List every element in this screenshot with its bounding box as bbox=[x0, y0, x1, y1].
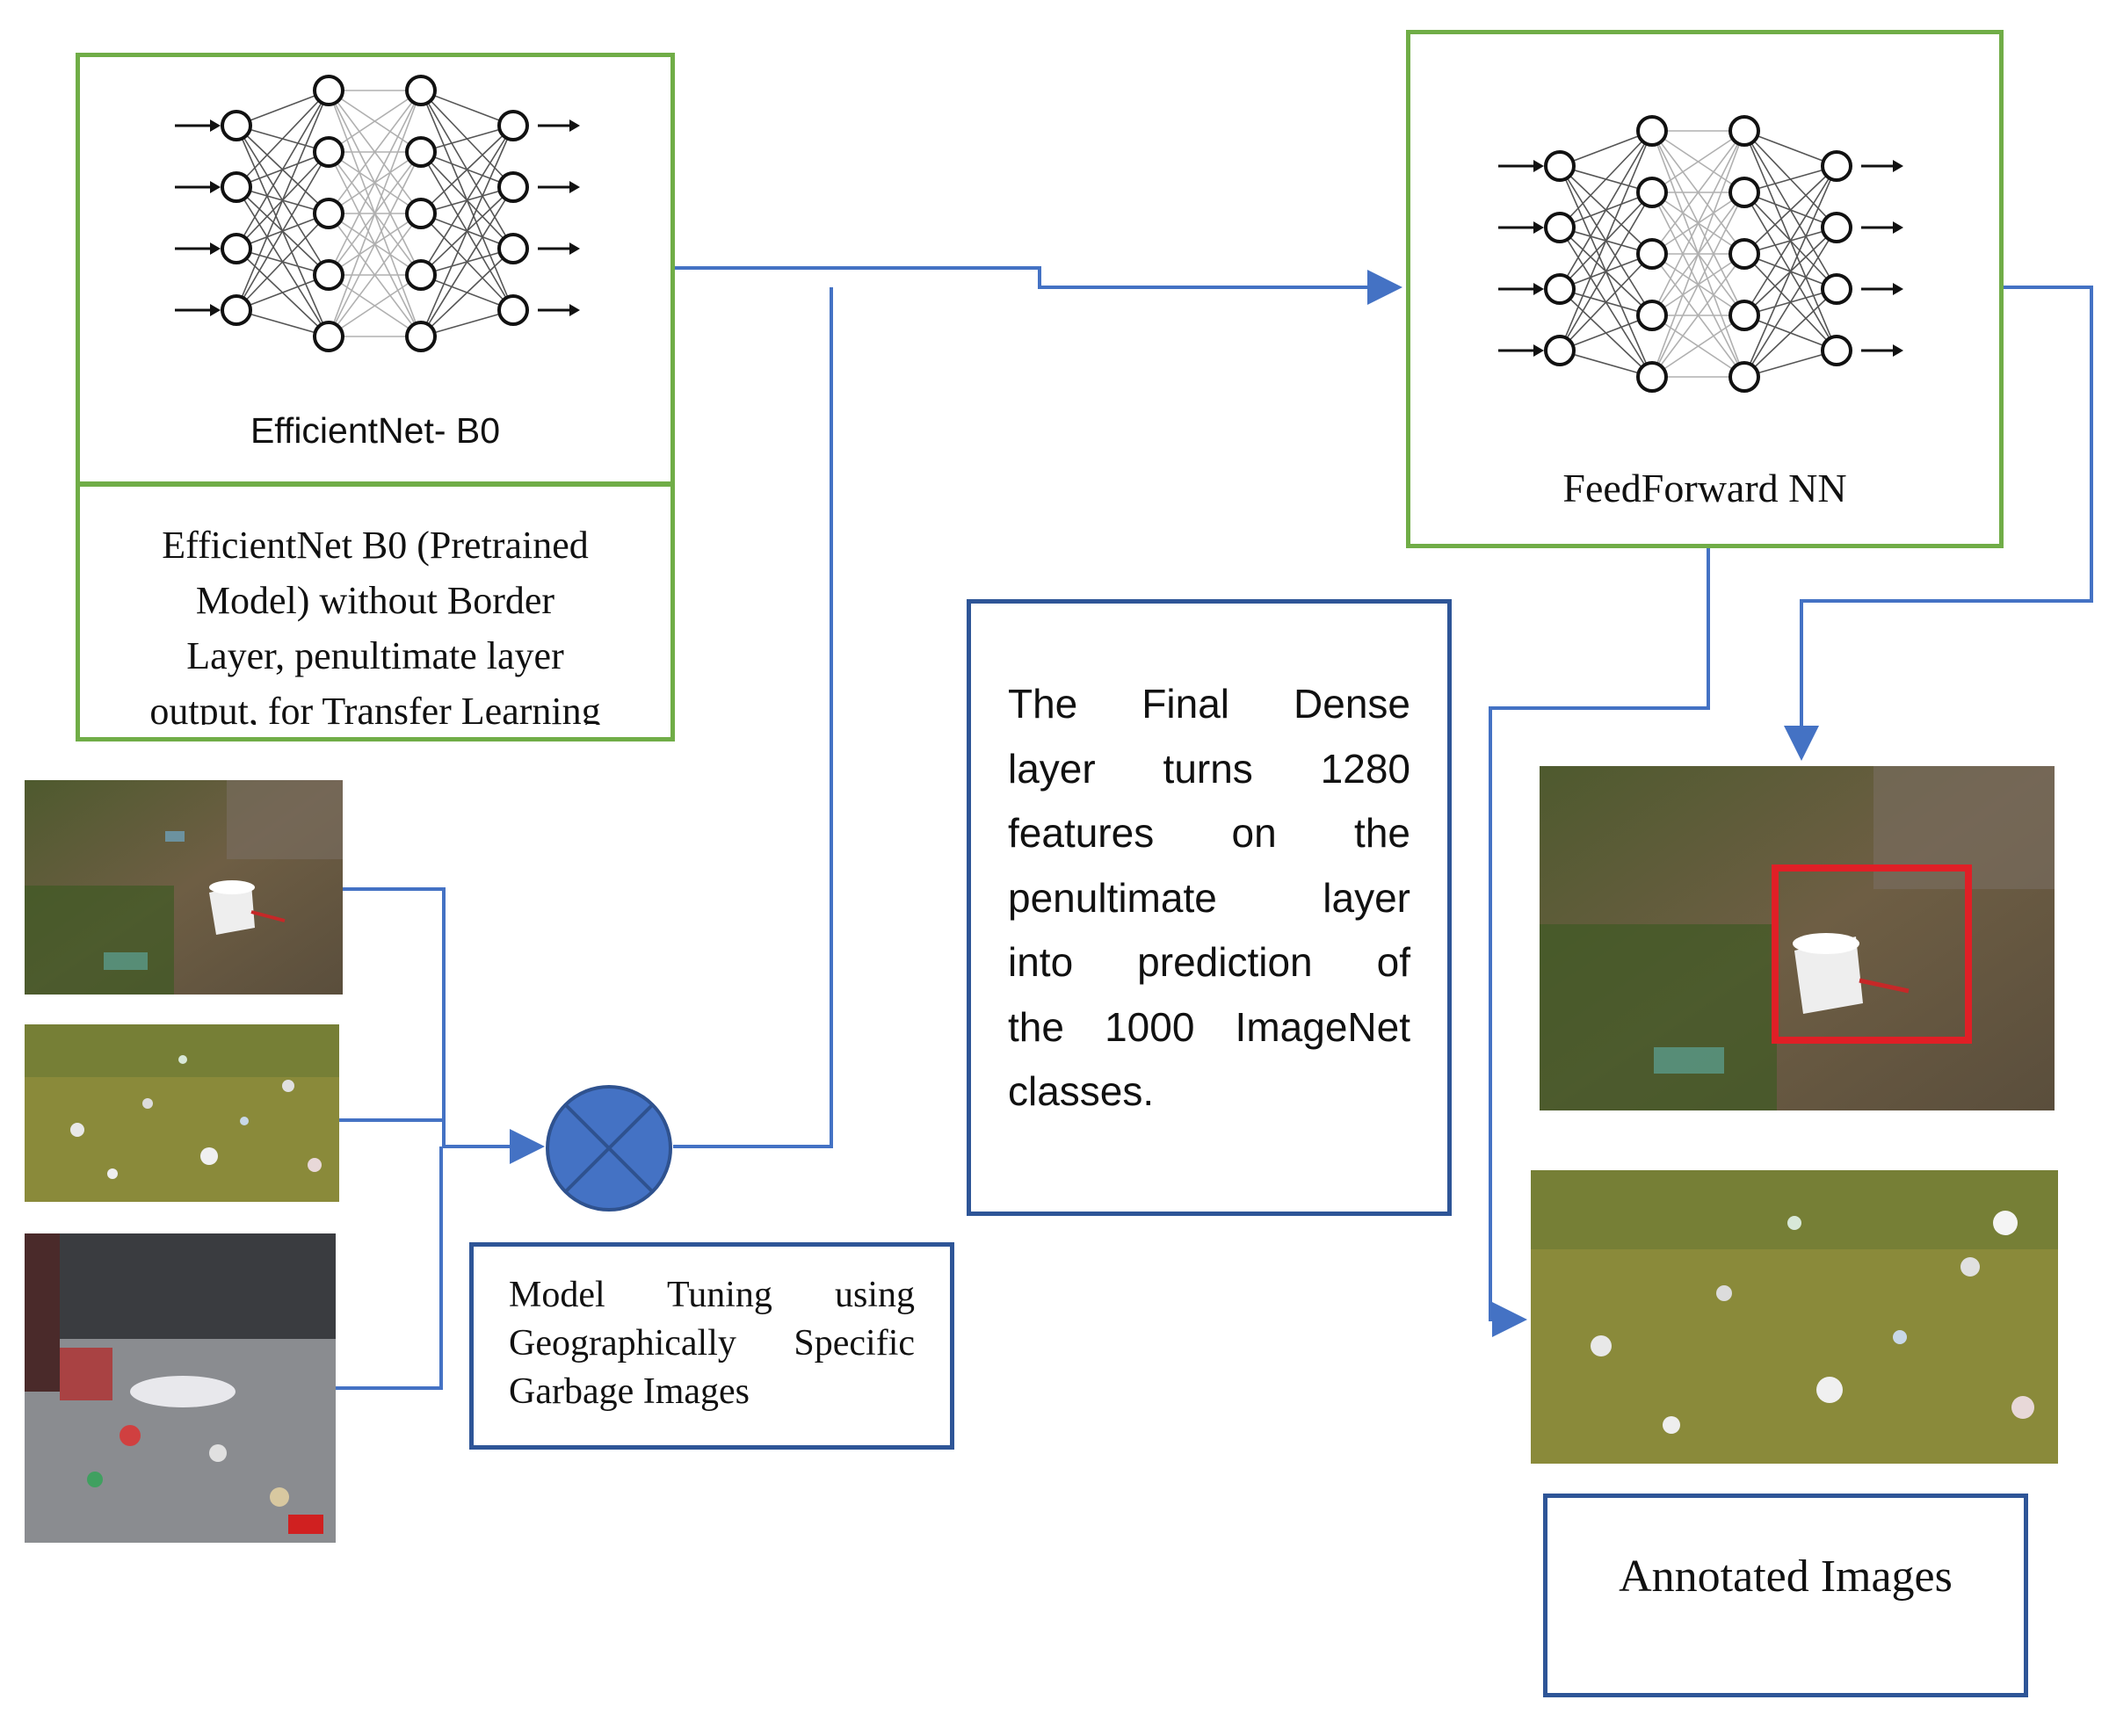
efficientnet-description: EfficientNet B0 (Pretrained Model) witho… bbox=[89, 517, 662, 725]
network-node bbox=[405, 75, 437, 106]
network-node bbox=[405, 259, 437, 291]
network-node bbox=[1544, 335, 1576, 366]
model-tuning-box: Model Tuning using Geographically Specif… bbox=[469, 1242, 954, 1450]
tuning-line: Garbage Images bbox=[509, 1371, 750, 1412]
network-node bbox=[221, 233, 252, 264]
network-node bbox=[1821, 273, 1852, 305]
network-node bbox=[1636, 300, 1668, 331]
network-node bbox=[313, 75, 344, 106]
network-node bbox=[1636, 177, 1668, 208]
garbage-photo-street-litter bbox=[25, 1233, 336, 1543]
network-node bbox=[313, 198, 344, 229]
description-line: EfficientNet B0 (Pretrained bbox=[162, 524, 589, 567]
network-node bbox=[221, 171, 252, 203]
efficientnet-label: EfficientNet- B0 bbox=[250, 410, 501, 451]
note-line: penultimate layer bbox=[1008, 874, 1410, 921]
connector-operator-to-ffnn bbox=[673, 287, 833, 1148]
neural-network-icon bbox=[175, 75, 580, 352]
network-node bbox=[497, 110, 529, 141]
network-node bbox=[1544, 150, 1576, 182]
network-node bbox=[1821, 335, 1852, 366]
network-node bbox=[1544, 273, 1576, 305]
detection-bounding-box bbox=[1772, 864, 1972, 1044]
note-line: the 1000 ImageNet bbox=[1008, 1003, 1410, 1050]
connector-photo1 bbox=[343, 887, 545, 1164]
network-node bbox=[405, 198, 437, 229]
annotated-photo-cup bbox=[1540, 766, 2055, 1110]
efficientnet-box: EfficientNet- B0 bbox=[76, 53, 675, 487]
network-node bbox=[1821, 150, 1852, 182]
neural-network-icon bbox=[1498, 115, 1903, 393]
network-node bbox=[313, 259, 344, 291]
network-node bbox=[313, 136, 344, 168]
connector-efficientnet-to-ffnn bbox=[675, 266, 1402, 305]
network-node bbox=[405, 321, 437, 352]
model-tuning-text: Model Tuning using Geographically Specif… bbox=[509, 1271, 915, 1416]
network-node bbox=[1636, 361, 1668, 393]
network-node bbox=[1729, 361, 1760, 393]
note-line: into prediction of bbox=[1008, 939, 1410, 985]
network-node bbox=[1636, 115, 1668, 147]
network-node bbox=[497, 233, 529, 264]
network-node bbox=[405, 136, 437, 168]
note-line: features on the bbox=[1008, 810, 1410, 856]
network-node bbox=[1544, 212, 1576, 243]
note-line: layer turns 1280 bbox=[1008, 745, 1410, 792]
network-node bbox=[497, 171, 529, 203]
network-node bbox=[1729, 177, 1760, 208]
network-node bbox=[1821, 212, 1852, 243]
annotated-photo-litter-field bbox=[1531, 1170, 2058, 1464]
garbage-photo-litter-field bbox=[25, 1024, 339, 1202]
description-line: output, for Transfer Learning bbox=[149, 690, 601, 725]
network-node bbox=[221, 110, 252, 141]
note-line: The Final Dense bbox=[1008, 681, 1410, 727]
annotated-images-box: Annotated Images bbox=[1543, 1494, 2028, 1697]
description-line: Layer, penultimate layer bbox=[186, 634, 564, 677]
network-node bbox=[221, 294, 252, 326]
feedforward-label: FeedForward NN bbox=[1562, 466, 1847, 510]
network-node bbox=[1729, 238, 1760, 270]
tuning-line: Geographically Specific bbox=[509, 1323, 915, 1363]
network-node bbox=[1729, 115, 1760, 147]
feedforward-box: FeedForward NN bbox=[1406, 30, 2004, 548]
network-node bbox=[313, 321, 344, 352]
network-node bbox=[1729, 300, 1760, 331]
annotated-images-label: Annotated Images bbox=[1619, 1552, 1953, 1602]
dense-layer-note: The Final Dense layer turns 1280 feature… bbox=[1008, 672, 1410, 1125]
description-line: Model) without Border bbox=[195, 579, 555, 622]
dense-layer-note-box: The Final Dense layer turns 1280 feature… bbox=[967, 599, 1452, 1216]
garbage-photo-cup-on-grass bbox=[25, 780, 343, 995]
note-line: classes. bbox=[1008, 1068, 1155, 1114]
tuning-line: Model Tuning using bbox=[509, 1275, 915, 1315]
efficientnet-description-box: EfficientNet B0 (Pretrained Model) witho… bbox=[76, 481, 675, 741]
network-node bbox=[1636, 238, 1668, 270]
connector-photo3 bbox=[336, 1146, 443, 1390]
multiply-circle-icon bbox=[546, 1085, 672, 1212]
network-node bbox=[497, 294, 529, 326]
